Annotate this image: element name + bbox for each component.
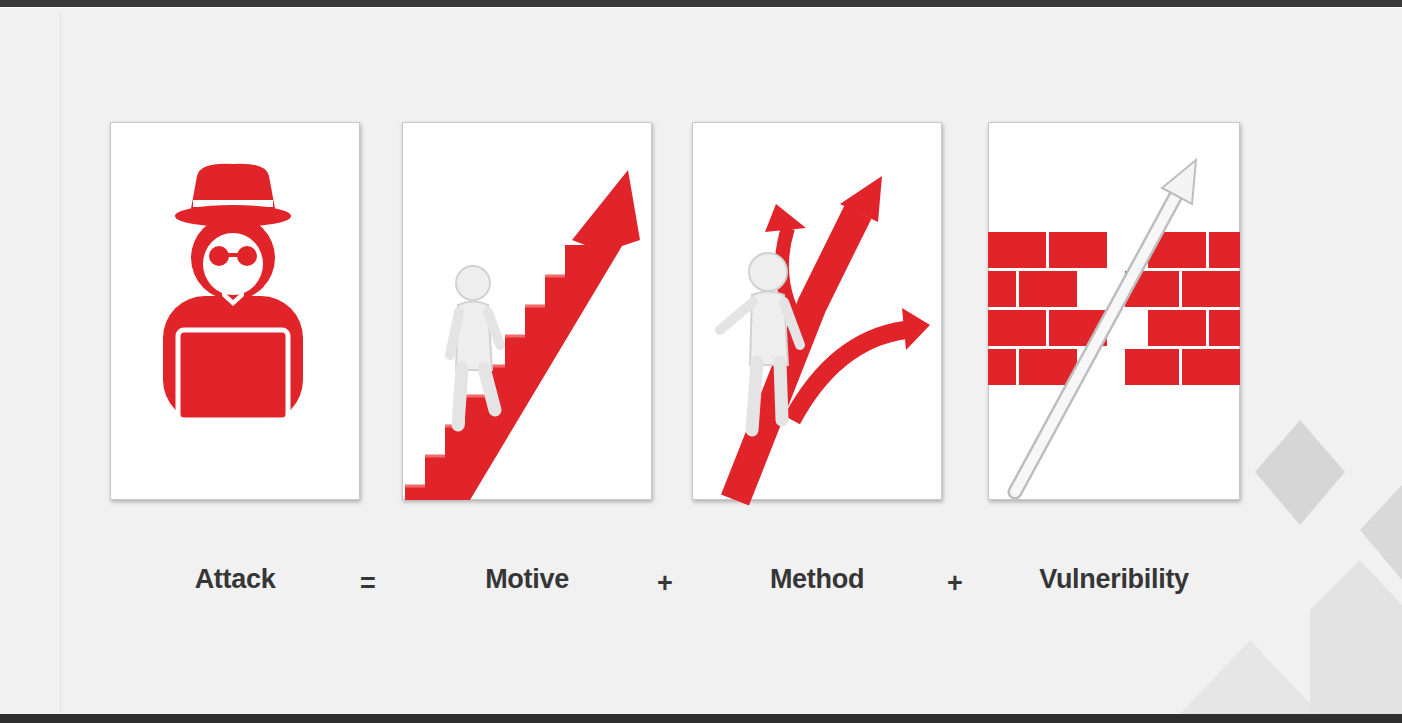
brick-wall-part — [988, 271, 1016, 307]
stairs-arrow-part-part — [456, 302, 492, 371]
stairs-arrow-part-part — [485, 365, 505, 368]
forked-road-part-part — [720, 302, 753, 330]
forked-road-part-part — [749, 253, 787, 291]
forked-road-part-part — [750, 292, 788, 366]
forked-road — [720, 176, 930, 500]
slide-panel — [0, 8, 1402, 714]
bottom-bar — [0, 714, 1402, 723]
brick-wall-part — [1209, 232, 1240, 268]
stairs-arrow-part-part — [425, 455, 445, 458]
stairs-arrow-part — [450, 266, 500, 425]
stairs-arrow-part-part — [545, 275, 565, 278]
stairs-arrow-part — [405, 170, 640, 500]
brick-wall-part — [988, 232, 1046, 268]
forked-road-part — [840, 176, 882, 222]
panel-caption: Method — [770, 564, 864, 595]
stairs-arrow-part-part — [488, 312, 500, 345]
stairs-arrow-part-part — [458, 368, 462, 425]
brick-wall — [988, 232, 1240, 385]
brick-wall-part — [988, 310, 1046, 346]
brick-wall-part — [1049, 310, 1107, 346]
stairs-arrow-part-part — [465, 395, 485, 398]
breakthrough-arrow-part — [1015, 188, 1180, 492]
brick-wall-part — [988, 349, 1016, 385]
forked-road-part-part — [784, 302, 800, 345]
brick-wall-part — [1049, 232, 1107, 268]
hacker-icon-part — [237, 246, 257, 266]
hacker-icon-part — [163, 296, 303, 422]
corner-decoration-part — [1310, 560, 1402, 714]
operator-sign: = — [360, 568, 376, 599]
brick-wall-part — [1182, 271, 1240, 307]
forked-road-part — [902, 308, 930, 350]
image-panel: Method — [692, 122, 942, 500]
stairs-arrow — [405, 170, 640, 500]
image-panel: Attack — [110, 122, 360, 500]
stairs-arrow-part-part — [405, 485, 425, 488]
brick-wall-part — [1125, 349, 1179, 385]
hacker-icon-part — [222, 290, 244, 306]
top-bar — [0, 0, 1402, 7]
stairs-arrow-part-part — [445, 425, 465, 428]
hacker-icon-part — [191, 216, 275, 300]
corner-decoration-part — [1255, 420, 1345, 525]
panel-caption: Attack — [195, 564, 276, 595]
brick-wall-part — [1209, 310, 1240, 346]
forked-road-part-part — [752, 362, 757, 430]
forked-road-part-part — [780, 362, 782, 420]
brick-wall-part — [1019, 271, 1077, 307]
stairs-arrow-part-part — [456, 266, 490, 300]
stairs-arrow-part-part — [484, 368, 495, 410]
panel-caption: Vulneribility — [1039, 564, 1189, 595]
brick-wall-part — [1148, 310, 1206, 346]
operator-sign: + — [947, 568, 963, 599]
forked-road-part — [782, 228, 805, 335]
breakthrough-arrow-part — [1015, 188, 1180, 492]
breakthrough-arrow — [1015, 160, 1196, 492]
stairs-arrow-part-part — [525, 305, 545, 308]
forked-road-part — [792, 330, 905, 420]
operator-sign: + — [657, 568, 673, 599]
panel-edge — [60, 12, 61, 712]
forked-road-part — [720, 253, 800, 430]
stairs-arrow-part-part — [505, 335, 525, 338]
forked-road-part — [765, 204, 806, 232]
corner-decoration-part — [1360, 485, 1402, 580]
hacker-icon-part — [190, 164, 276, 214]
image-panel: Vulneribility — [988, 122, 1240, 500]
stairs-arrow-part-part — [450, 312, 459, 355]
hacker-icon — [163, 164, 303, 422]
corner-decoration-part — [1180, 640, 1320, 714]
brick-wall-part — [1182, 349, 1240, 385]
brick-wall-part — [1125, 271, 1179, 307]
hacker-icon-part — [175, 205, 291, 227]
image-panel: Motive — [402, 122, 652, 500]
stairs-arrow-part — [405, 276, 565, 486]
brick-wall-part — [1148, 232, 1206, 268]
hacker-icon-part — [225, 253, 241, 257]
hacker-icon-part — [193, 200, 273, 207]
breakthrough-arrow-part — [1162, 160, 1196, 204]
hacker-icon-part — [203, 233, 263, 295]
forked-road-part — [735, 212, 858, 500]
panel-caption: Motive — [485, 564, 569, 595]
hacker-icon-part — [209, 246, 229, 266]
brick-wall-part — [1019, 349, 1077, 385]
hacker-icon-part — [178, 330, 288, 420]
